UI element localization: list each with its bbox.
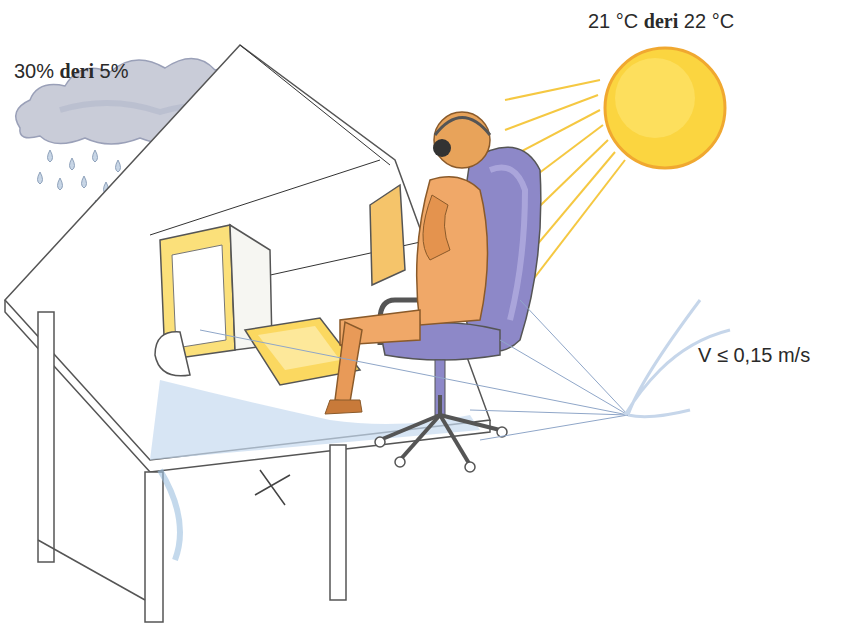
air-flow — [200, 300, 730, 440]
condition-label: V ≤ 0,15 m/s — [698, 344, 810, 367]
document-holder — [370, 185, 405, 285]
office-chair — [375, 147, 541, 472]
monitor — [155, 225, 272, 376]
condition-label: 21 °C deri 22 °C — [588, 10, 734, 33]
seated-person — [325, 112, 490, 414]
desk — [5, 45, 490, 622]
condition-label: 30% deri 5% — [14, 60, 129, 83]
